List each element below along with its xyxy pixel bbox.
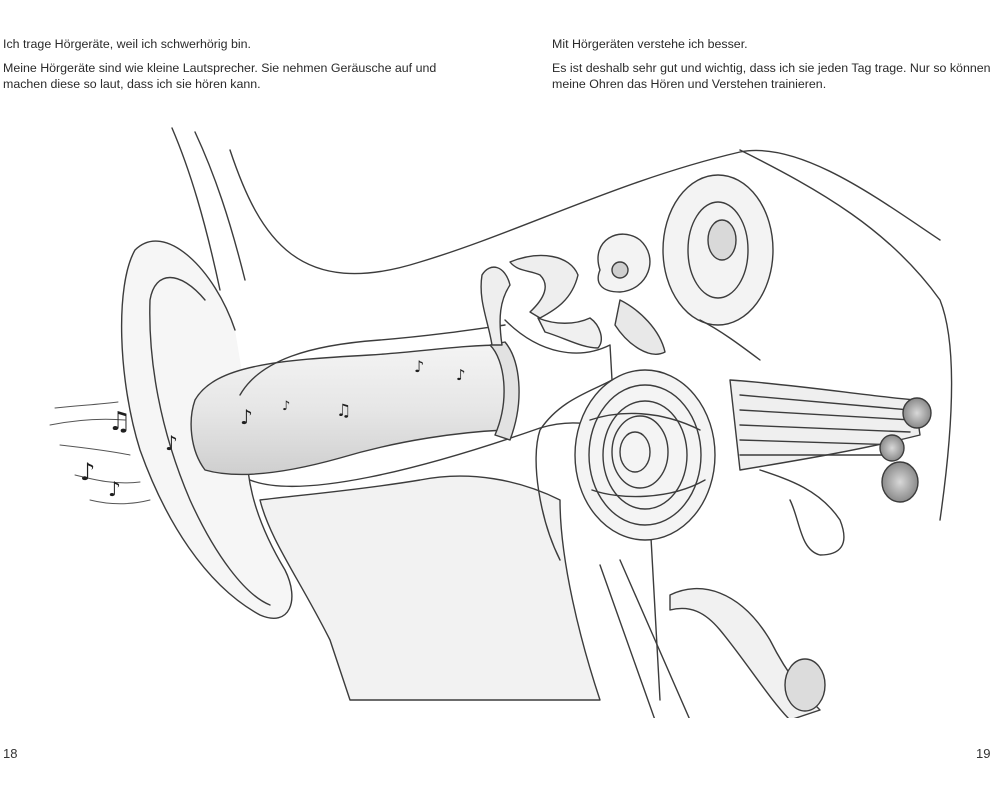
ear-canal-upper-wall [239, 324, 506, 396]
cochlea-divider [589, 412, 701, 431]
sound-wave-line [74, 474, 141, 484]
auditory-nerve [729, 379, 921, 471]
sound-wave-line [89, 499, 151, 505]
music-note-icon: ♪ [165, 431, 178, 455]
nerve-end [879, 434, 905, 462]
head-contour-line [194, 131, 246, 281]
nerve-sheath [759, 469, 845, 556]
nerve-end [881, 461, 919, 503]
nerve-fiber [739, 394, 911, 411]
vestibule [614, 299, 666, 355]
left-page-text: Ich trage Hörgeräte, weil ich schwerhöri… [3, 36, 483, 100]
right-paragraph-2: Es ist deshalb sehr gut und wichtig, das… [552, 61, 991, 91]
sound-wave-line [54, 401, 119, 409]
eustachian-tube-wall [599, 564, 656, 718]
eustachian-tube-opening [784, 658, 826, 712]
page-number-left: 18 [3, 746, 18, 761]
middle-ear-cavity [504, 319, 613, 561]
cochlea-turn [602, 400, 688, 510]
left-paragraph-2: Meine Hörgeräte sind wie kleine Lautspre… [3, 61, 437, 91]
ear-canal [190, 344, 506, 476]
ear-anatomy-illustration: ♫ ♪ ♪ ♪ ♪ ♫ ♪ ♪ ♪ [49, 127, 953, 718]
semicircular-canal-end [611, 261, 629, 279]
stapes-bone [537, 317, 602, 349]
music-note-icon: ♫ [336, 401, 351, 421]
sound-wave-line [49, 418, 126, 426]
music-note-icon: ♪ [80, 458, 95, 486]
auricle-inner-fold [149, 276, 271, 606]
music-note-icon: ♪ [456, 366, 466, 384]
head-contour-line [171, 127, 221, 291]
music-note-icon: ♪ [240, 405, 253, 429]
temporal-bone [259, 475, 601, 701]
semicircular-canal-lumen [707, 219, 737, 261]
left-paragraph-1: Ich trage Hörgeräte, weil ich schwerhöri… [3, 37, 251, 51]
nerve-end [902, 397, 932, 429]
cochlea [574, 369, 716, 541]
cochlea-turn [619, 431, 651, 473]
right-paragraph-1: Mit Hörgeräten verstehe ich besser. [552, 37, 748, 51]
right-page-text: Mit Hörgeräten verstehe ich besser. Es i… [552, 36, 992, 100]
semicircular-canal-inner [687, 201, 749, 299]
utricle [699, 319, 761, 361]
eustachian-tube-wall [619, 559, 690, 718]
music-note-icon: ♪ [282, 399, 290, 414]
cochlea-divider [591, 479, 706, 498]
music-note-icon: ♫ [108, 407, 131, 437]
nerve-fiber [739, 439, 901, 446]
malleus-bone [480, 266, 511, 346]
head-contour-line [229, 149, 941, 275]
skull-contour [739, 149, 953, 521]
incus-bone [509, 254, 579, 319]
cochlea-turn [588, 384, 702, 526]
cochlea-turn [611, 415, 669, 489]
nerve-fiber [739, 409, 913, 421]
eustachian-tube [669, 587, 821, 718]
nerve-fiber [739, 424, 911, 433]
page-number-right: 19 [976, 746, 991, 761]
music-note-icon: ♪ [414, 357, 424, 376]
eardrum [489, 341, 520, 441]
music-note-icon: ♪ [108, 477, 121, 501]
sound-wave-line [59, 444, 131, 456]
